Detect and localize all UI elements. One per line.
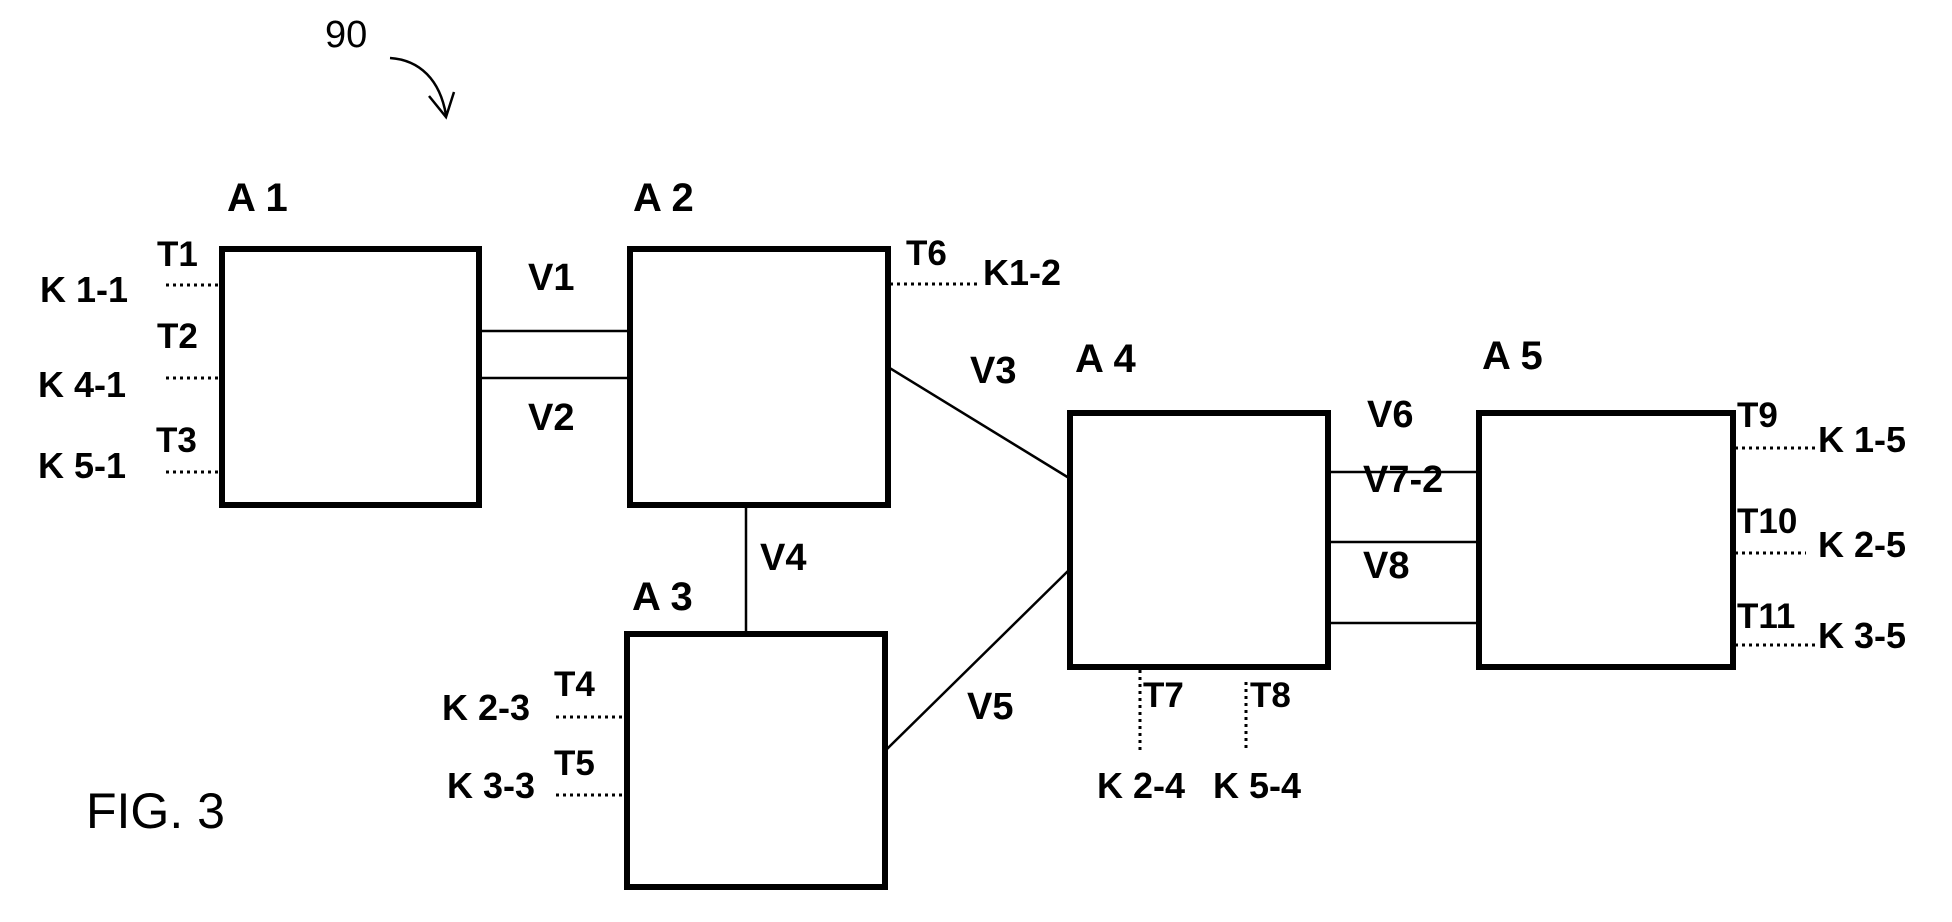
terminal-label-t1: T1 (157, 235, 198, 274)
terminal-label-t2: T2 (157, 317, 198, 356)
node-label-a4: A 4 (1075, 337, 1137, 381)
terminal-label-t10: T10 (1737, 502, 1797, 541)
link-label-v6: V6 (1367, 394, 1413, 436)
client-label-k2-4: K 2-4 (1097, 765, 1185, 806)
terminal-label-t11: T11 (1737, 597, 1795, 636)
client-label-k1-2: K1-2 (983, 252, 1061, 293)
node-box-a5[interactable] (1479, 413, 1733, 667)
link-label-v7-2: V7-2 (1363, 459, 1443, 501)
terminal-label-t4: T4 (554, 665, 595, 704)
terminal-label-t5: T5 (554, 744, 595, 783)
node-box-a2[interactable] (630, 249, 888, 505)
link-label-v2: V2 (528, 397, 574, 439)
client-label-k1-1: K 1-1 (40, 269, 128, 310)
node-label-a5: A 5 (1482, 334, 1543, 378)
terminal-label-t9: T9 (1737, 396, 1778, 435)
client-label-k3-5: K 3-5 (1818, 615, 1906, 656)
client-label-k5-1: K 5-1 (38, 445, 126, 486)
node-box-a4[interactable] (1070, 413, 1328, 667)
terminal-label-t6: T6 (906, 234, 947, 273)
client-label-k2-3: K 2-3 (442, 687, 530, 728)
reference-numeral: 90 (325, 14, 367, 56)
client-label-k4-1: K 4-1 (38, 364, 126, 405)
link-label-v1: V1 (528, 257, 574, 299)
terminal-label-t3: T3 (156, 421, 197, 460)
client-label-k1-5: K 1-5 (1818, 419, 1906, 460)
link-label-v4: V4 (760, 537, 806, 579)
client-label-k2-5: K 2-5 (1818, 524, 1906, 565)
node-label-a1: A 1 (227, 176, 288, 220)
client-label-k3-3: K 3-3 (447, 765, 535, 806)
link-label-v8: V8 (1363, 545, 1409, 587)
node-label-a2: A 2 (633, 176, 694, 220)
client-label-k5-4: K 5-4 (1213, 765, 1301, 806)
link-label-v5: V5 (967, 686, 1013, 728)
link-label-v3: V3 (970, 350, 1016, 392)
node-box-a3[interactable] (627, 634, 885, 887)
node-label-a3: A 3 (632, 575, 693, 619)
reference-arrow-icon (390, 58, 454, 117)
terminal-label-t8: T8 (1250, 676, 1291, 715)
terminal-label-t7: T7 (1143, 676, 1184, 715)
figure-caption: FIG. 3 (86, 783, 225, 839)
node-box-a1[interactable] (222, 249, 479, 505)
